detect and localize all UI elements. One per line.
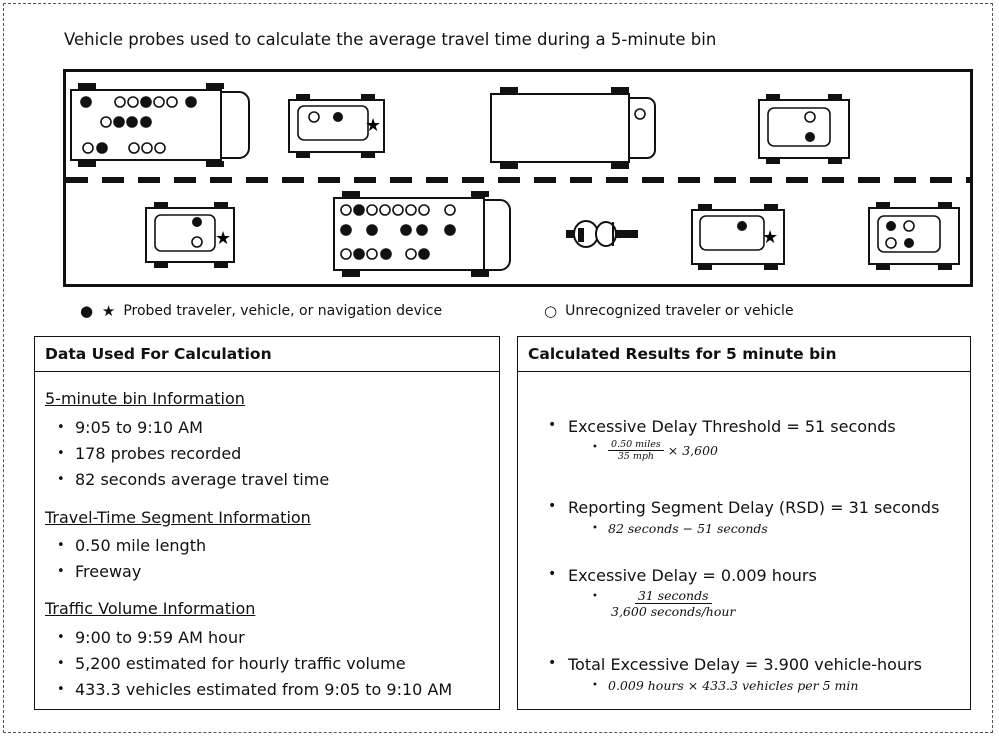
section-title: Traffic Volume Information	[45, 599, 256, 618]
motorcycle-vehicle	[566, 220, 638, 248]
car-vehicle	[758, 94, 850, 164]
probed-symbols: ● ★	[80, 302, 118, 320]
legend-probed-label: Probed traveler, vehicle, or navigation …	[123, 303, 443, 319]
fraction-denominator: 3,600 seconds/hour	[611, 603, 736, 619]
legend-unrecognized-label: Unrecognized traveler or vehicle	[565, 303, 794, 319]
fraction: 0.50 miles 35 mph	[608, 439, 664, 463]
fraction: 31 seconds 3,600 seconds/hour	[608, 589, 738, 619]
result-main: Excessive Delay Threshold = 51 seconds	[548, 417, 896, 436]
result-threshold: Excessive Delay Threshold = 51 seconds 0…	[548, 417, 896, 463]
car-vehicle: ★	[691, 204, 785, 270]
result-formula: 82 seconds − 51 seconds	[548, 521, 939, 536]
data-used-panel: Data Used For Calculation 5-minute bin I…	[34, 336, 500, 710]
bus-vehicle	[333, 191, 511, 277]
result-formula: 0.009 hours × 433.3 vehicles per 5 min	[548, 678, 922, 693]
calculated-results-header: Calculated Results for 5 minute bin	[518, 337, 970, 372]
figure-frame	[3, 3, 993, 733]
list-item: 5,200 estimated for hourly traffic volum…	[57, 651, 452, 677]
data-used-header: Data Used For Calculation	[35, 337, 499, 372]
bus-vehicle	[70, 83, 250, 167]
figure-title: Vehicle probes used to calculate the ave…	[64, 30, 717, 49]
list-item: Freeway	[57, 559, 206, 585]
fraction-numerator: 0.50 miles	[608, 439, 664, 452]
bin-info-list: 9:05 to 9:10 AM 178 probes recorded 82 s…	[57, 415, 329, 493]
list-item: 433.3 vehicles estimated from 9:05 to 9:…	[57, 677, 452, 703]
car-vehicle	[868, 202, 960, 270]
list-item: 82 seconds average travel time	[57, 467, 329, 493]
svg-text:★: ★	[215, 228, 231, 249]
unrecognized-symbol: ○	[544, 302, 560, 320]
result-main: Reporting Segment Delay (RSD) = 31 secon…	[548, 498, 939, 517]
result-formula: 31 seconds 3,600 seconds/hour	[548, 589, 817, 619]
formula-multiplier: × 3,600	[667, 442, 718, 458]
result-main: Excessive Delay = 0.009 hours	[548, 566, 817, 585]
truck-vehicle	[490, 87, 656, 169]
fraction-denominator: 35 mph	[617, 451, 655, 463]
list-item: 0.50 mile length	[57, 533, 206, 559]
calculated-results-panel: Calculated Results for 5 minute bin Exce…	[517, 336, 971, 710]
car-vehicle: ★	[145, 202, 235, 268]
svg-text:★: ★	[365, 115, 381, 136]
volume-info-list: 9:00 to 9:59 AM hour 5,200 estimated for…	[57, 625, 452, 703]
result-formula: 0.50 miles 35 mph × 3,600	[548, 439, 896, 463]
road-illustration: ★ ★	[66, 83, 970, 277]
legend-unrecognized: ○ Unrecognized traveler or vehicle	[544, 302, 794, 320]
svg-text:★: ★	[762, 227, 778, 248]
result-total-delay: Total Excessive Delay = 3.900 vehicle-ho…	[548, 655, 922, 693]
legend-probed: ● ★ Probed traveler, vehicle, or navigat…	[80, 302, 442, 320]
result-excessive-delay: Excessive Delay = 0.009 hours 31 seconds…	[548, 566, 817, 619]
road-diagram: ★ ★	[63, 69, 973, 287]
car-vehicle: ★	[288, 94, 385, 158]
section-title: 5-minute bin Information	[45, 389, 245, 408]
list-item: 9:00 to 9:59 AM hour	[57, 625, 452, 651]
fraction-numerator: 31 seconds	[634, 589, 712, 604]
list-item: 178 probes recorded	[57, 441, 329, 467]
result-main: Total Excessive Delay = 3.900 vehicle-ho…	[548, 655, 922, 674]
segment-info-list: 0.50 mile length Freeway	[57, 533, 206, 585]
result-rsd: Reporting Segment Delay (RSD) = 31 secon…	[548, 498, 939, 536]
list-item: 9:05 to 9:10 AM	[57, 415, 329, 441]
section-title: Travel-Time Segment Information	[45, 508, 311, 527]
